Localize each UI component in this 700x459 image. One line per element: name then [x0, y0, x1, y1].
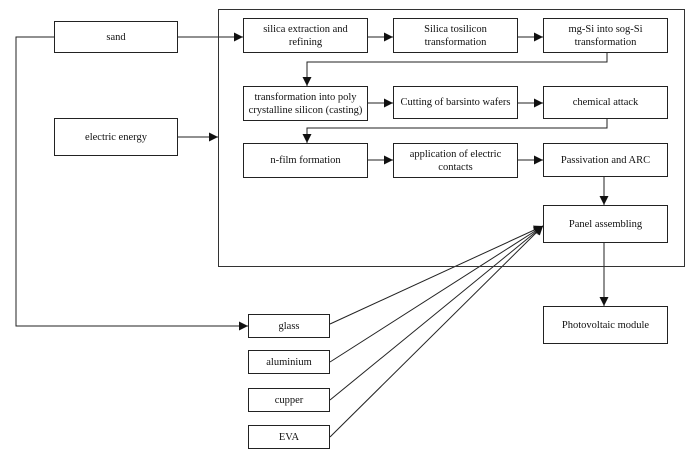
arrow-aluminium-to-panel: [329, 225, 544, 363]
silica-extraction-node: silica extraction and refining: [243, 18, 368, 53]
aluminium-node: aluminium: [248, 350, 330, 374]
silica-to-silicon-node: Silica tosilicon transformation: [393, 18, 518, 53]
glass-node: glass: [248, 314, 330, 338]
photovoltaic-module-node: Photovoltaic module: [543, 306, 668, 344]
sand-node: sand: [54, 21, 178, 53]
eva-node: EVA: [248, 425, 330, 449]
chemical-attack-node: chemical attack: [543, 86, 668, 119]
electric-contacts-node: application of electric contacts: [393, 143, 518, 178]
arrow-sand-to-glass: [15, 36, 248, 331]
arrow-sog-to-casting: [302, 53, 608, 86]
arrow-glass-to-panel: [329, 225, 544, 325]
arrow-chemical-to-nfilm: [302, 119, 608, 143]
arrow-eva-to-panel: [329, 225, 544, 438]
poly-casting-node: transformation into poly crystalline sil…: [243, 86, 368, 121]
mg-si-to-sog-si-node: mg-Si into sog-Si transformation: [543, 18, 668, 53]
arrow-cupper-to-panel: [329, 225, 544, 401]
n-film-formation-node: n-film formation: [243, 143, 368, 178]
cupper-node: cupper: [248, 388, 330, 412]
cutting-wafers-node: Cutting of barsinto wafers: [393, 86, 518, 119]
passivation-arc-node: Passivation and ARC: [543, 143, 668, 177]
process-frame: [218, 9, 685, 267]
electric-energy-node: electric energy: [54, 118, 178, 156]
panel-assembling-node: Panel assembling: [543, 205, 668, 243]
